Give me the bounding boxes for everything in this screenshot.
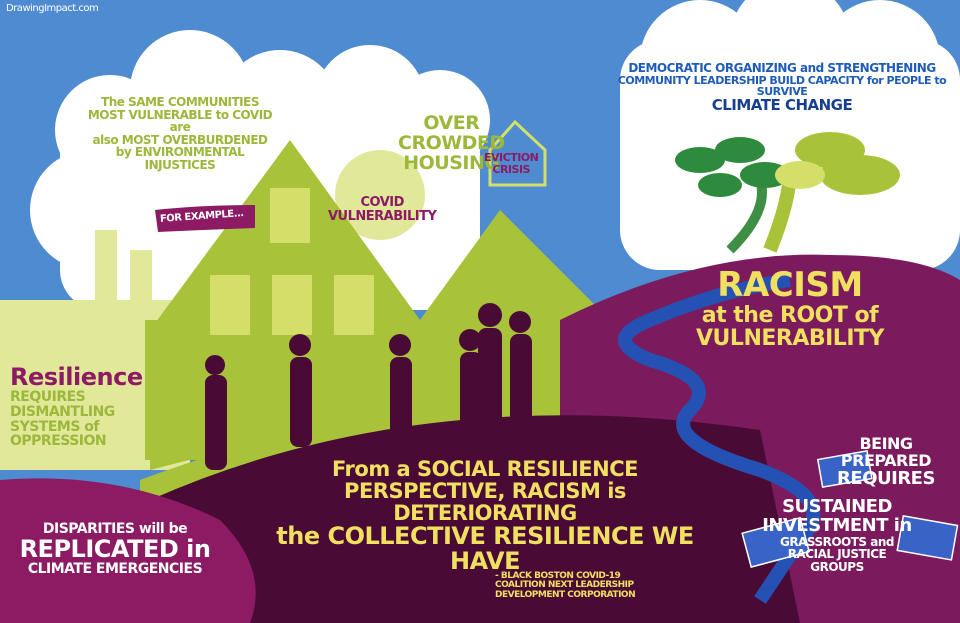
attribution: - BLACK BOSTON COVID-19 COALITION NEXT L… xyxy=(495,571,636,600)
over-crowded-housing: OVER CROWDED HOUSING xyxy=(398,112,505,174)
for-example-banner xyxy=(155,205,255,232)
investment-text: SUSTAINED INVESTMENT in GRASSROOTS and R… xyxy=(762,496,912,574)
covid-vulnerability: COVID VULNERABILITY xyxy=(328,195,437,224)
cloud-text: The SAME COMMUNITIES MOST VULNERABLE to … xyxy=(87,95,273,172)
racism-root: RACISM at the ROOT of VULNERABILITY xyxy=(696,265,884,351)
right-cloud xyxy=(620,0,960,270)
house-windows xyxy=(210,188,374,335)
magenta-blob xyxy=(0,478,256,623)
credit-label: DrawingImpact.com xyxy=(6,3,99,14)
dark-hill xyxy=(150,415,800,623)
river xyxy=(618,273,821,604)
main-quote: From a SOCIAL RESILIENCE PERSPECTIVE, RA… xyxy=(276,457,694,576)
money-icon xyxy=(741,450,959,569)
being-prepared: BEING PREPARED REQUIRES xyxy=(837,434,935,489)
tree-icon xyxy=(675,132,900,254)
covid-virus-icon xyxy=(335,150,425,240)
eviction-house-icon xyxy=(488,119,547,187)
people-silhouettes xyxy=(205,303,532,470)
disparities-text: DISPARITIES will be REPLICATED in CLIMAT… xyxy=(19,521,211,577)
climate-header: DEMOCRATIC ORGANIZING and STRENGTHENING … xyxy=(617,61,947,114)
eviction-crisis: EVICTION CRISIS xyxy=(484,151,539,176)
resilience-text: Resilience REQUIRES DISMANTLING SYSTEMS … xyxy=(10,363,143,450)
